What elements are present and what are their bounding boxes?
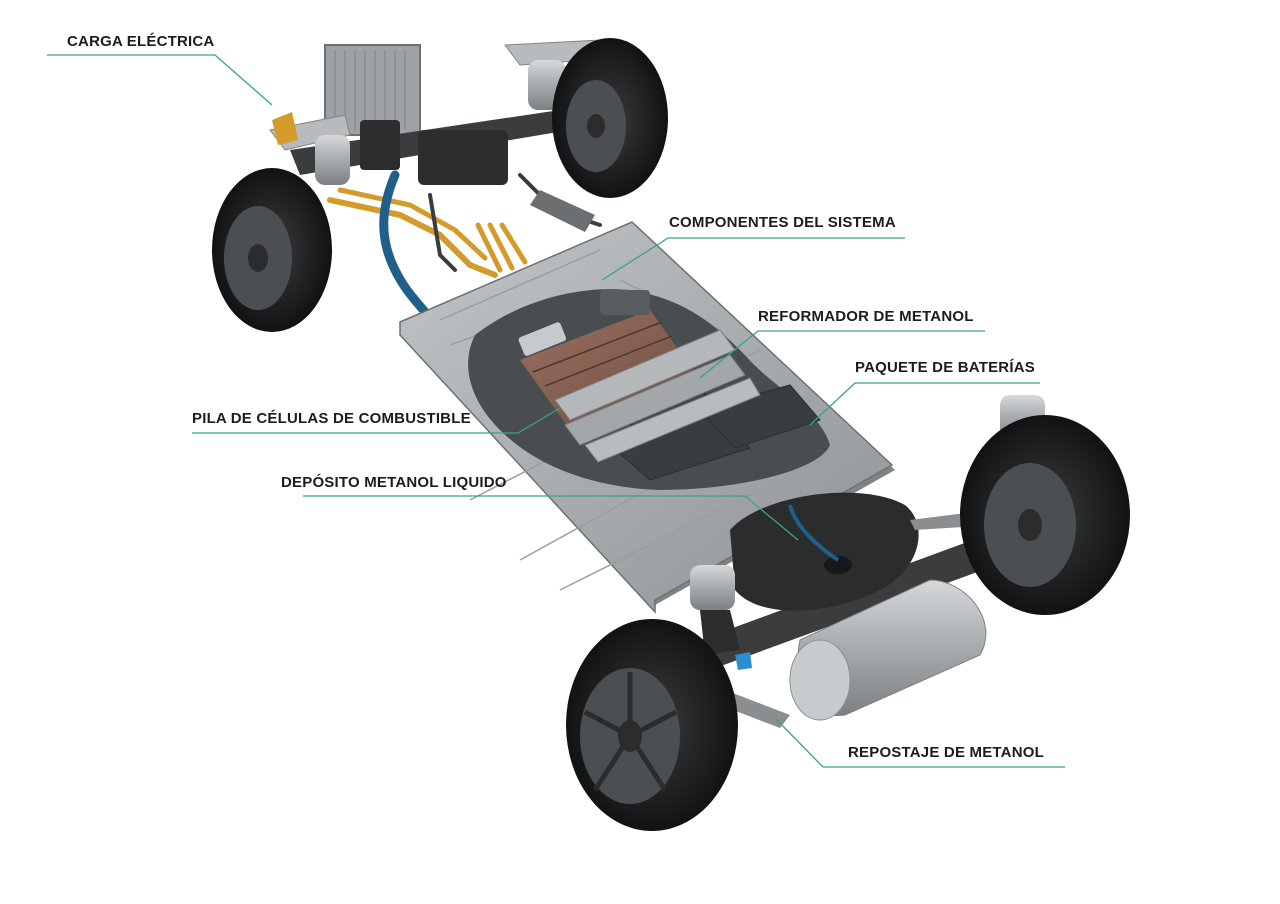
front-control-arm-left <box>720 690 790 728</box>
label-carga-electrica: CARGA ELÉCTRICA <box>67 33 215 50</box>
methanol-refueling-unit <box>789 579 987 721</box>
leader-line-componentes <box>601 237 905 281</box>
label-repostaje-de-metanol: REPOSTAJE DE METANOL <box>848 744 1044 761</box>
label-reformador-de-metanol: REFORMADOR DE METANOL <box>758 308 974 325</box>
control-unit <box>418 130 508 185</box>
leader-line-reformador <box>699 330 985 379</box>
leader-lines <box>47 54 1065 768</box>
rear-exhaust <box>530 190 595 232</box>
rear-axle-structure <box>269 39 601 185</box>
rear-damper-left <box>315 135 350 185</box>
label-pila-de-celulas-de-combustible: PILA DE CÉLULAS DE COMBUSTIBLE <box>192 410 471 427</box>
fuel-line <box>379 170 430 317</box>
leader-line-deposito <box>303 495 799 541</box>
leader-line-carga <box>47 54 273 106</box>
label-paquete-de-baterias: PAQUETE DE BATERÍAS <box>855 359 1035 376</box>
wheel-rear-left <box>212 168 332 332</box>
front-damper-left <box>690 565 735 610</box>
leader-line-paquete <box>809 382 1040 426</box>
tank-filler-neck <box>824 556 852 574</box>
tank-fuel-line <box>788 504 840 562</box>
junction-box <box>360 120 400 170</box>
leader-line-pila <box>192 407 561 434</box>
wheel-rear-right <box>552 38 668 198</box>
leader-line-repostaje <box>774 717 1065 768</box>
refuel-connector <box>735 652 752 670</box>
charge-port <box>272 112 298 145</box>
system-component <box>518 322 567 356</box>
wheel-front-right <box>960 415 1130 615</box>
label-componentes-del-sistema: COMPONENTES DEL SISTEMA <box>669 214 896 231</box>
label-deposito-metanol-liquido: DEPÓSITO METANOL LIQUIDO <box>281 474 507 491</box>
system-components-box <box>600 290 650 315</box>
pipes <box>327 170 602 317</box>
front-spring-left <box>700 610 740 655</box>
wheel-front-left <box>566 619 738 831</box>
